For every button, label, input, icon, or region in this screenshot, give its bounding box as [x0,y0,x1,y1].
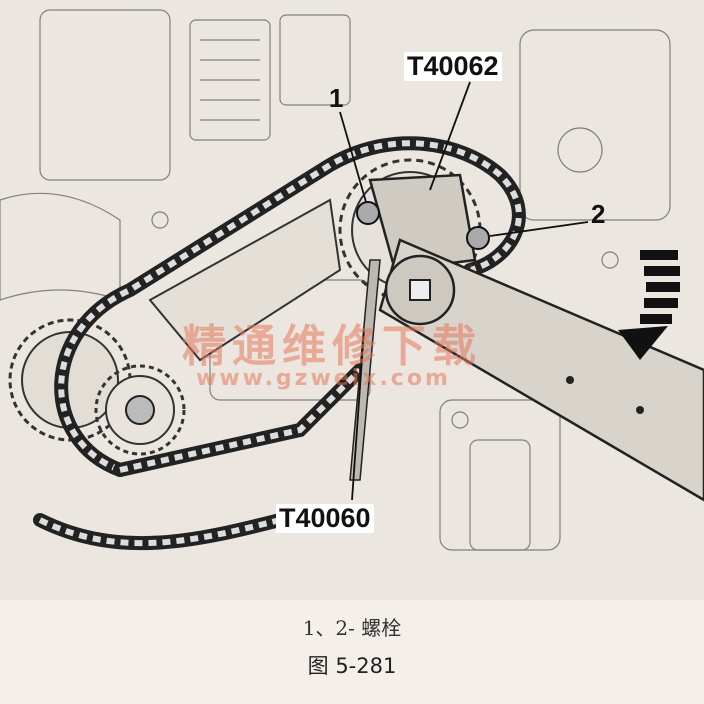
watermark-url: www.gzweix.com [196,366,451,391]
intermediate-sprocket-teeth [94,364,186,456]
bolt-1 [356,201,380,225]
diagram-drawing [0,9,704,551]
square-drive [409,279,431,301]
figure-legend: 1、2- 螺栓 [302,616,402,640]
hub-bolt [125,395,155,425]
leader-lines [339,81,589,501]
callout-tool-t40062: T40062 [404,52,502,81]
bolt-2 [466,226,490,250]
callout-bolt-2: 2 [591,199,606,229]
engine-timing-diagram: 1 2 T40062 T40060 精通维修下载 www.gzweix.com [0,9,704,551]
callout-bolt-1: 1 [329,83,344,113]
figure-number: 图 5-281 [307,654,397,678]
rotation-direction-arrow [618,250,680,360]
callout-tool-t40060: T40060 [276,504,374,533]
watermark-text: 精通维修下载 [182,321,482,372]
tool-t40062-plate [368,173,477,272]
chain-guide-rail [148,198,342,362]
block-details [0,9,671,551]
chain-links [58,140,522,473]
